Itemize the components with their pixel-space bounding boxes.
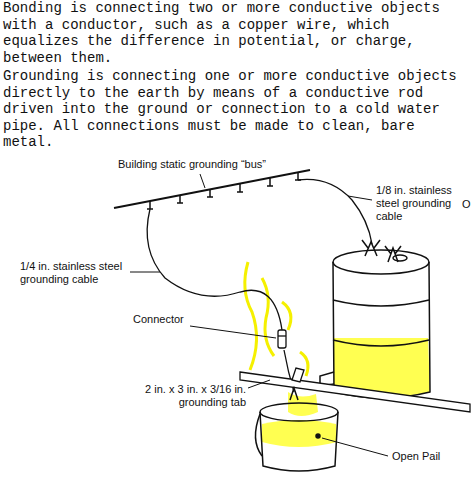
part-label: Connector bbox=[133, 313, 193, 326]
part-label: 2 in. x 3 in. x 3/16 in. grounding tab bbox=[112, 383, 246, 409]
drum bbox=[320, 240, 430, 398]
definition-text: Bonding is connecting two or more conduc… bbox=[3, 0, 471, 66]
definition-text: Grounding is connecting one or more cond… bbox=[3, 68, 471, 151]
grounding-bus bbox=[114, 170, 310, 209]
grounding-cables bbox=[147, 179, 372, 392]
part-label: Building static grounding “bus” bbox=[118, 158, 288, 171]
part-label: 1/4 in. stainless steel grounding cable bbox=[20, 260, 128, 286]
connector bbox=[278, 330, 286, 348]
cut-off-letter: O bbox=[462, 198, 472, 211]
part-label: 1/8 in. stainless steel grounding cable bbox=[376, 184, 471, 223]
part-label: Open Pail bbox=[392, 450, 462, 463]
open-pail bbox=[255, 388, 338, 471]
leader-lines bbox=[130, 174, 388, 456]
